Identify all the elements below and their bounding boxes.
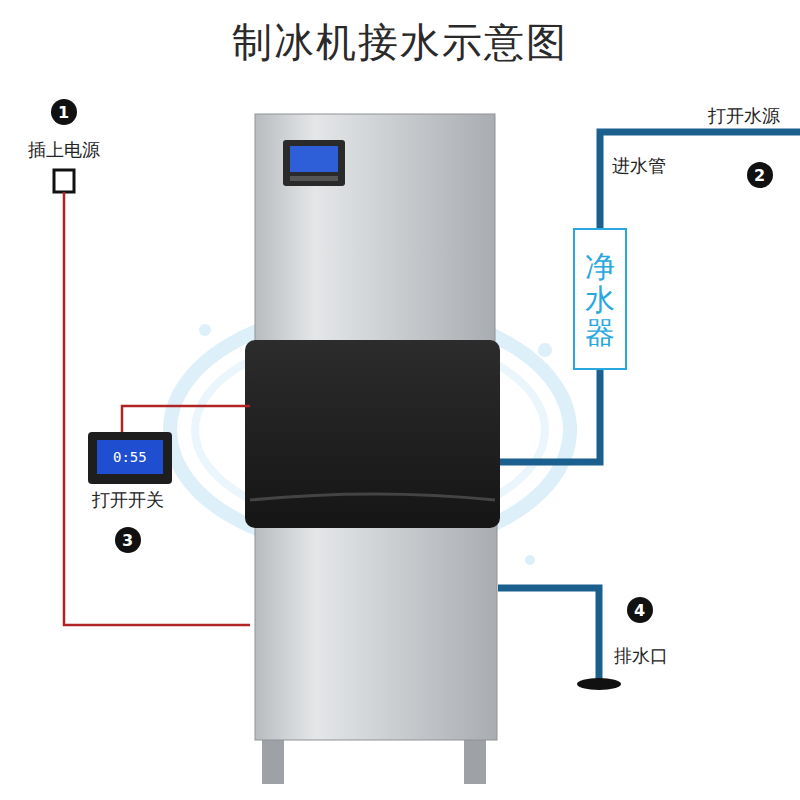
machine-leg [262,738,284,784]
machine-leg [464,738,486,784]
upper-cabinet [255,114,495,346]
panel-buttons [290,176,338,181]
bin-door [245,340,500,528]
lcd-screen [290,146,338,172]
callout-number: 2 [754,166,765,185]
lower-cabinet [255,520,497,740]
filter-box: 净水器 [573,228,627,370]
callout-circle [51,99,77,125]
switch-panel-zoom [88,432,172,484]
diagram-title: 制冰机接水示意图 [232,15,568,70]
drain-pipe [498,588,599,684]
part-label: 排水口 [614,644,668,668]
control-panel [283,140,345,186]
callout-circle [747,162,773,188]
inlet-pipe [500,132,800,462]
splash-drop [199,324,211,336]
switch-leader [122,406,250,432]
filter-label: 净水器 [585,250,615,349]
power-socket [54,170,74,192]
step-label: 插上电源 [28,138,100,162]
callout-circle [115,527,141,553]
water-splash [170,310,570,565]
callout-number: 4 [634,601,645,620]
part-label: 进水管 [612,154,666,178]
step-label: 打开水源 [708,104,780,128]
splash-drop [525,555,535,565]
splash-drop [538,343,552,357]
splash-ring [170,310,570,550]
step-label: 打开开关 [92,488,164,512]
display-reading: 0:55 [113,449,147,465]
power-cord [64,192,250,625]
switch-lcd [97,440,163,474]
callout-number: 1 [58,103,69,122]
callout-number: 3 [122,531,133,550]
door-handle [250,494,495,500]
callout-circle [627,597,653,623]
drain-hole [577,678,621,690]
